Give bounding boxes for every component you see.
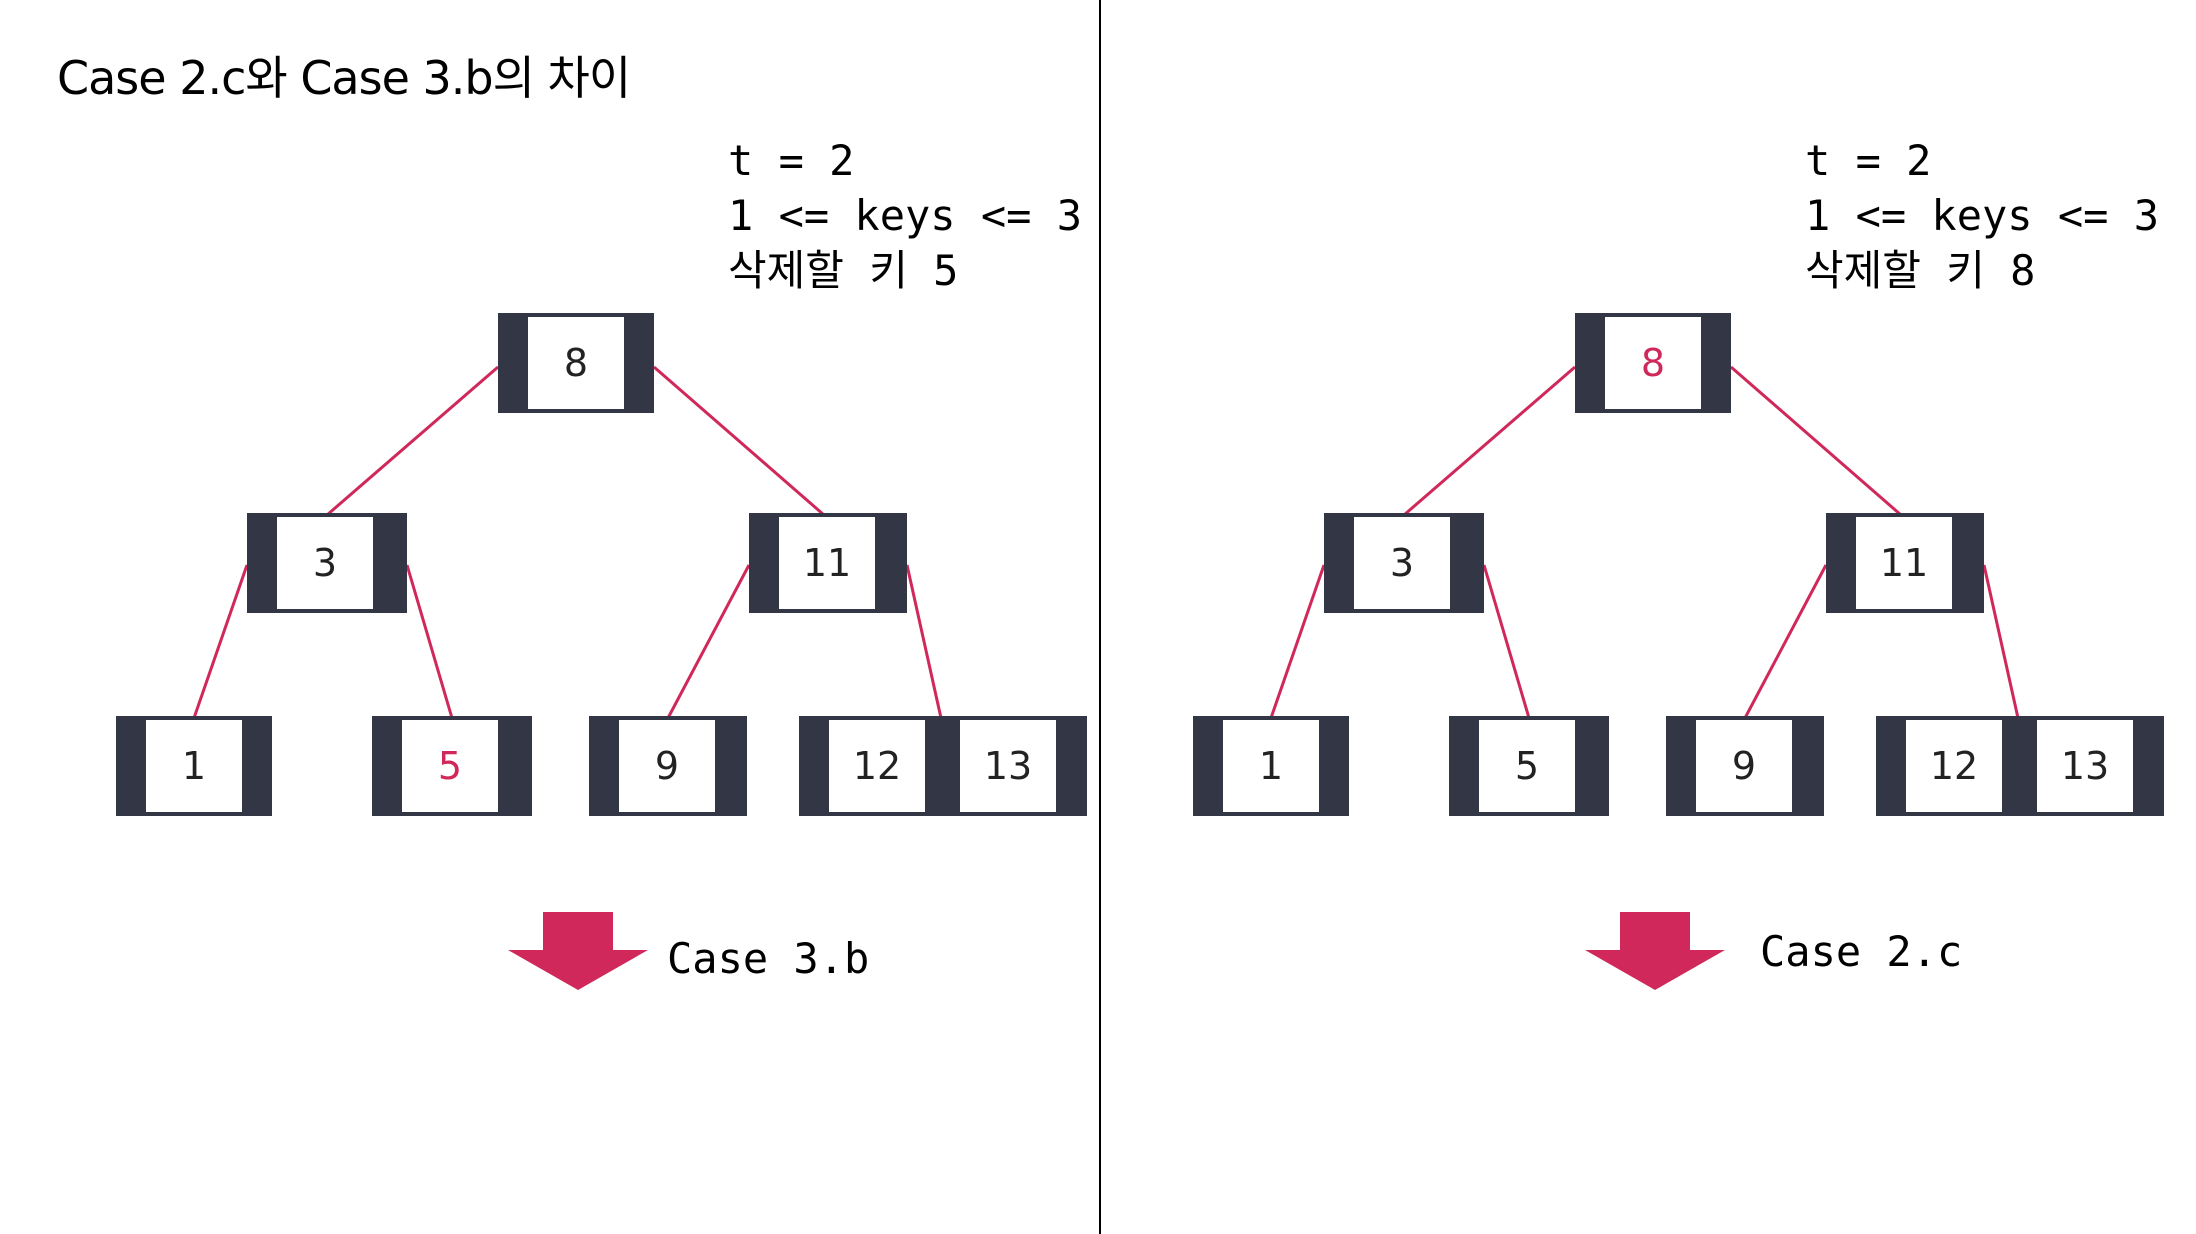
edge-left-leaf2 (405, 564, 454, 719)
btree-node-leaf4: 12 13 (799, 716, 1087, 816)
node-key: 3 (277, 517, 373, 609)
node-key: 1 (146, 720, 242, 812)
btree-node-root: 8 (1575, 313, 1731, 413)
edge-left-leaf1 (1269, 564, 1326, 719)
node-key: 12 (829, 720, 925, 812)
delete-key-text: 삭제할 키 5 (728, 246, 959, 295)
btree-node-root: 8 (498, 313, 654, 413)
node-key: 9 (1696, 720, 1792, 812)
node-key: 5 (1479, 720, 1575, 812)
edge-right-leaf4 (905, 564, 943, 719)
constraints-info: t = 2 1 <= keys <= 3 삭제할 키 5 (728, 133, 1082, 298)
btree-node-leaf1: 1 (1193, 716, 1349, 816)
node-key: 12 (1906, 720, 2002, 812)
btree-node-right: 11 (749, 513, 907, 613)
node-key: 13 (2037, 720, 2133, 812)
btree-node-leaf2: 5 (372, 716, 532, 816)
t-value-text: t = 2 (728, 136, 855, 185)
btree-node-leaf2: 5 (1449, 716, 1609, 816)
btree-node-leaf1: 1 (116, 716, 272, 816)
t-value-text: t = 2 (1805, 136, 1932, 185)
node-key: 9 (619, 720, 715, 812)
edge-left-leaf2 (1482, 564, 1531, 719)
node-key: 5 (402, 720, 498, 812)
btree-node-right: 11 (1826, 513, 1984, 613)
node-key: 8 (528, 317, 624, 409)
edge-right-leaf4 (1982, 564, 2020, 719)
node-key: 1 (1223, 720, 1319, 812)
btree-node-leaf3: 9 (1666, 716, 1824, 816)
node-key: 8 (1605, 317, 1701, 409)
node-key: 3 (1354, 517, 1450, 609)
edge-right-leaf3 (1743, 564, 1828, 719)
edge-right-leaf3 (666, 564, 751, 719)
page-title: Case 2.c와 Case 3.b의 차이 (57, 51, 631, 105)
panel-divider (1099, 0, 1101, 1234)
edge-root-left (326, 365, 499, 517)
keys-range-text: 1 <= keys <= 3 (1805, 191, 2160, 240)
keys-range-text: 1 <= keys <= 3 (728, 191, 1083, 240)
node-key: 11 (779, 517, 875, 609)
case-label: Case 2.c (1760, 927, 1963, 976)
down-arrow-icon (1585, 912, 1725, 990)
btree-node-left: 3 (1324, 513, 1484, 613)
btree-node-left: 3 (247, 513, 407, 613)
btree-node-leaf3: 9 (589, 716, 747, 816)
delete-key-text: 삭제할 키 8 (1805, 246, 2036, 295)
edge-left-leaf1 (192, 564, 249, 719)
edge-root-right (653, 365, 825, 517)
down-arrow-icon (508, 912, 648, 990)
node-key: 13 (960, 720, 1056, 812)
case-label: Case 3.b (667, 934, 870, 983)
node-key: 11 (1856, 517, 1952, 609)
edge-root-left (1403, 365, 1576, 517)
edge-root-right (1730, 365, 1902, 517)
btree-node-leaf4: 12 13 (1876, 716, 2164, 816)
constraints-info: t = 2 1 <= keys <= 3 삭제할 키 8 (1805, 133, 2159, 298)
